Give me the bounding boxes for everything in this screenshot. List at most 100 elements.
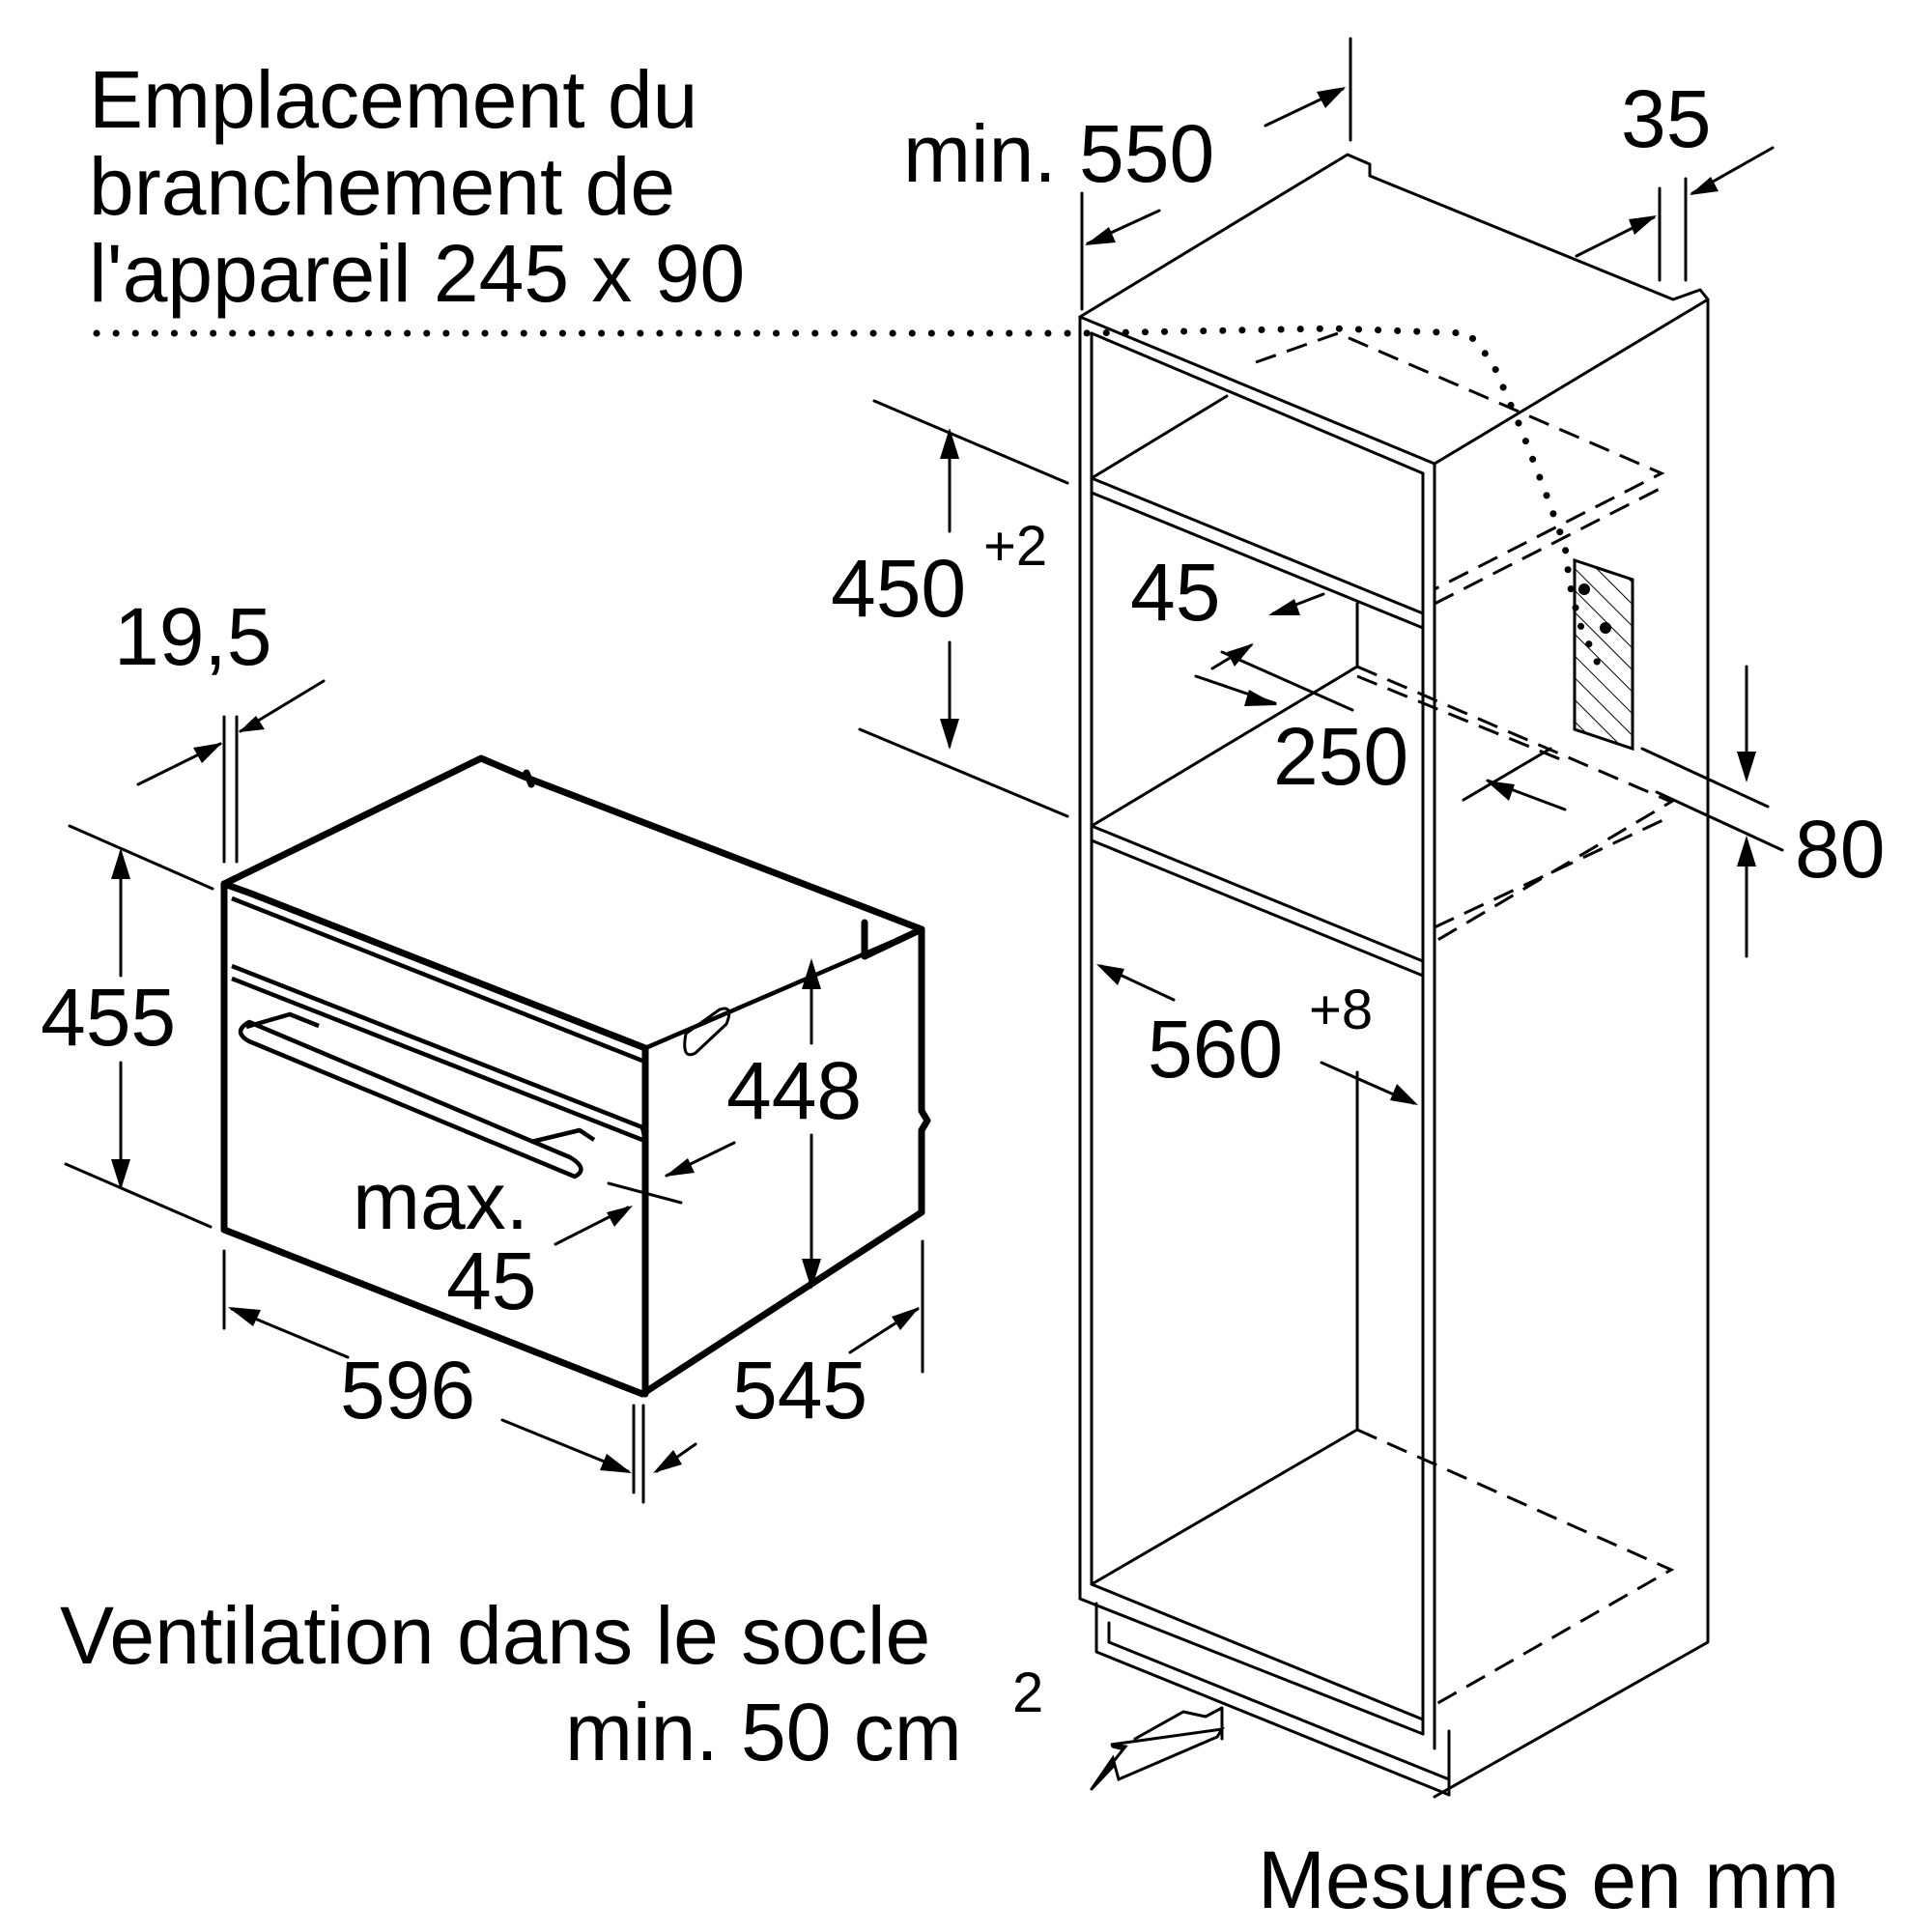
dim-width-label: 596 bbox=[340, 1345, 475, 1435]
appliance-side-handle bbox=[683, 1007, 731, 1057]
dim-niche-height-ext-bottom bbox=[858, 727, 1069, 818]
dim-body-height-label: 448 bbox=[726, 1045, 862, 1136]
cabinet-top-front bbox=[1078, 298, 1710, 466]
hidden-middle-shelf bbox=[1356, 665, 1675, 944]
dim-height-ext-top bbox=[68, 824, 214, 891]
arrowhead bbox=[1244, 690, 1277, 706]
appliance-side-top-edge bbox=[644, 926, 923, 1051]
arrowhead bbox=[600, 1454, 632, 1473]
arrowhead bbox=[1737, 752, 1756, 782]
ventilation-note-superscript: 2 bbox=[1012, 1662, 1043, 1724]
arrowhead bbox=[1486, 781, 1515, 801]
ventilation-note-line1: Ventilation dans le socle bbox=[60, 1590, 930, 1681]
connection-note: Emplacement du branchement de l'appareil… bbox=[89, 54, 1607, 680]
dim-front-thickness-label: 19,5 bbox=[114, 591, 272, 682]
ventilation-note-line2: min. 50 cm bbox=[565, 1687, 962, 1777]
appliance-control-panel-line bbox=[231, 963, 643, 1130]
arrowhead bbox=[653, 1450, 682, 1473]
dim-rear-gap-label: 35 bbox=[1621, 73, 1711, 164]
cabinet-dimensions: min. 550 35 450 +2 45 250 bbox=[831, 37, 1885, 1105]
appliance-front-right-edge bbox=[220, 880, 649, 1398]
door-handle-mount-left bbox=[245, 1011, 320, 1030]
appliance-top-notch bbox=[523, 769, 535, 788]
cabinet-shelf-2-front-lower bbox=[1090, 838, 1425, 978]
cabinet-drawing bbox=[1078, 153, 1710, 1799]
hidden-bottom bbox=[1356, 1428, 1675, 1707]
appliance-side-outline bbox=[639, 919, 931, 1398]
dim-max-ext bbox=[607, 1181, 683, 1205]
arrowhead bbox=[1690, 177, 1719, 195]
dim-height-label: 455 bbox=[41, 972, 176, 1063]
dim-socket-ext-bottom bbox=[1655, 790, 1784, 852]
hidden-middle-shelf-2 bbox=[1434, 814, 1672, 929]
socket-dot bbox=[1578, 583, 1590, 595]
cabinet-bottom-front bbox=[1078, 1597, 1425, 1736]
arrowhead bbox=[892, 1307, 920, 1330]
appliance-top-back-edge bbox=[220, 754, 925, 933]
arrowhead bbox=[1629, 215, 1657, 235]
arrowhead bbox=[665, 1158, 695, 1177]
appliance-drawing bbox=[220, 754, 931, 1398]
arrowhead bbox=[802, 1259, 821, 1290]
appliance-control-panel-line2 bbox=[231, 976, 643, 1143]
cabinet-shelf-1-front-lower bbox=[1090, 491, 1425, 630]
dim-vent-depth-label: 250 bbox=[1273, 711, 1408, 802]
dim-vent-depth-hidden bbox=[1356, 674, 1571, 765]
arrowhead bbox=[940, 428, 959, 459]
dim-niche-height-label: 450 bbox=[831, 543, 966, 634]
connection-note-line2: branchement de bbox=[89, 141, 675, 232]
connection-note-line1: Emplacement du bbox=[89, 54, 697, 145]
arrowhead bbox=[802, 958, 821, 989]
arrowhead bbox=[1227, 643, 1254, 667]
cabinet-shelf-2-front bbox=[1090, 824, 1425, 963]
arrowhead bbox=[1096, 964, 1124, 985]
appliance-side-split bbox=[639, 1126, 648, 1141]
arrowhead bbox=[1390, 1084, 1418, 1105]
door-handle-mount-right bbox=[530, 1127, 596, 1145]
arrowhead bbox=[1268, 599, 1300, 615]
cabinet-bottom-front-inner bbox=[1090, 1582, 1425, 1721]
appliance-front-outline bbox=[220, 880, 646, 1398]
dim-niche-height-ext-top bbox=[872, 399, 1069, 485]
socket-area-icon bbox=[1573, 557, 1634, 752]
arrowhead bbox=[111, 1159, 130, 1190]
arrowhead bbox=[1737, 836, 1756, 867]
cabinet-plinth-inner bbox=[1107, 1621, 1451, 1781]
arrowhead bbox=[940, 719, 959, 750]
arrowhead bbox=[111, 848, 130, 879]
socket-dot bbox=[1600, 622, 1611, 634]
cabinet-top-panel-underside bbox=[1090, 331, 1425, 475]
connection-note-line3: l'appareil 245 x 90 bbox=[89, 228, 745, 319]
units-note: Mesures en mm bbox=[1258, 1834, 1839, 1925]
dim-shelf-gap-ext bbox=[1220, 650, 1354, 712]
dim-max-value: 45 bbox=[446, 1236, 536, 1326]
dim-vent-depth-tick bbox=[1462, 747, 1552, 802]
arrowhead bbox=[193, 743, 222, 763]
arrowhead bbox=[228, 1307, 261, 1326]
dim-socket-ext-top bbox=[1640, 747, 1770, 809]
cabinet-bottom-left bbox=[1090, 1428, 1359, 1586]
ventilation-note: Ventilation dans le socle min. 50 cm 2 bbox=[60, 1590, 1043, 1777]
arrowhead bbox=[1317, 87, 1346, 108]
arrowhead bbox=[607, 1206, 633, 1227]
dim-depth-label: 545 bbox=[732, 1345, 867, 1435]
cabinet-top-back bbox=[1078, 153, 1710, 319]
cabinet-shelf-1-front bbox=[1090, 476, 1425, 615]
dim-height-ext-bottom bbox=[64, 1162, 213, 1229]
ventilation-arrow-shape bbox=[1090, 1727, 1225, 1790]
arrowhead bbox=[239, 716, 265, 732]
appliance-dimensions: 19,5 455 448 max. 45 596 bbox=[41, 591, 924, 1504]
arrowhead bbox=[1085, 227, 1116, 245]
dim-niche-height-tolerance: +2 bbox=[983, 515, 1047, 578]
dim-socket-label: 80 bbox=[1795, 804, 1885, 895]
cabinet-shelf-1-left bbox=[1090, 394, 1229, 480]
dim-max-label: max. bbox=[353, 1155, 528, 1246]
appliance-front-top-strip bbox=[231, 895, 643, 1064]
dim-shelf-gap-label: 45 bbox=[1130, 547, 1220, 638]
hidden-upper-shelf-2 bbox=[1434, 486, 1662, 606]
dim-niche-width-label: 560 bbox=[1148, 1004, 1283, 1094]
hidden-upper-shelf bbox=[1255, 331, 1665, 591]
cabinet-right-side bbox=[1433, 298, 1710, 1799]
dim-niche-width-tolerance: +8 bbox=[1309, 979, 1373, 1041]
